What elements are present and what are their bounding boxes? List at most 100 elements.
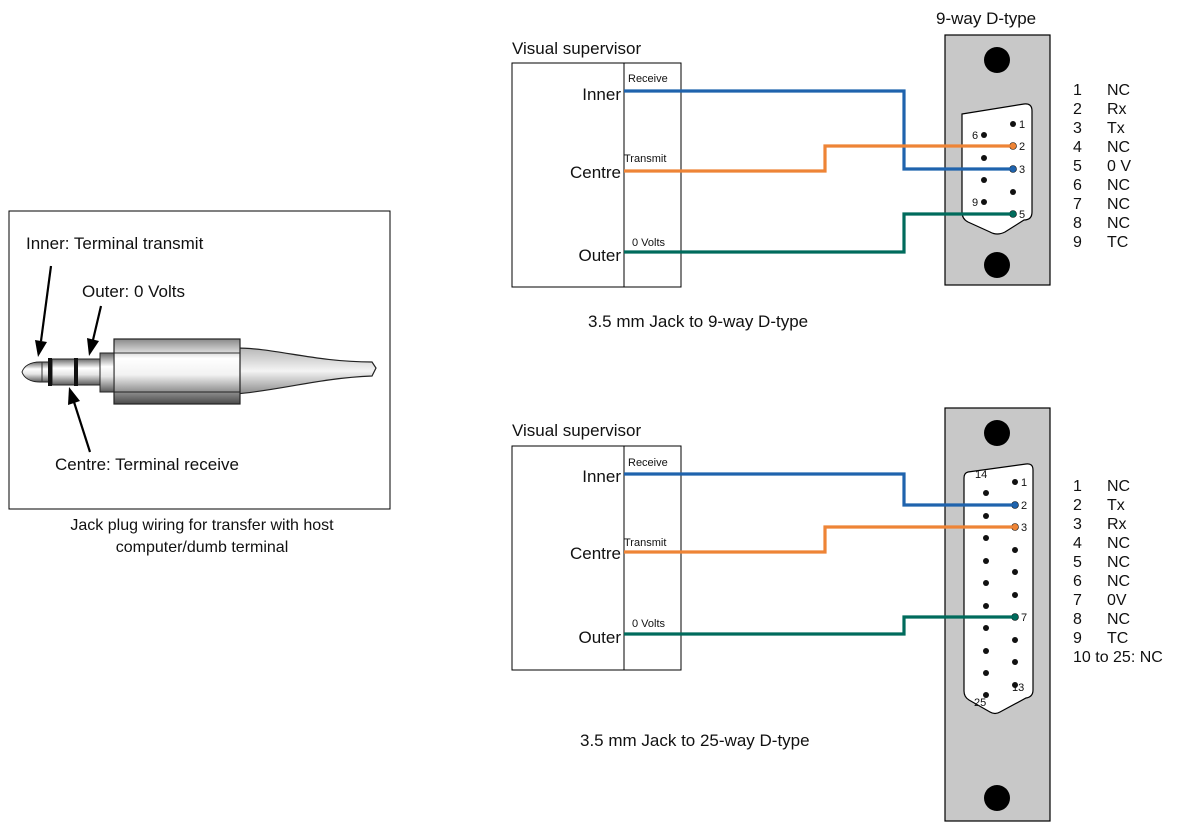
d25-inner-terminal: Inner [582, 467, 621, 486]
d9-pins [981, 121, 1017, 218]
svg-text:Tx: Tx [1107, 120, 1125, 137]
centre-terminal-label: Centre: Terminal receive [55, 455, 239, 474]
svg-text:5: 5 [1073, 158, 1082, 175]
d25-pin-label: 7 [1021, 612, 1027, 624]
d9-outer-terminal: Outer [578, 246, 621, 265]
d25-pins [983, 479, 1019, 698]
svg-text:9: 9 [1073, 234, 1082, 251]
plug-body [113, 338, 241, 405]
d25-pin-label: 25 [974, 697, 986, 709]
svg-text:NC: NC [1107, 554, 1130, 571]
d9-pin-label: 6 [972, 130, 978, 142]
d25-pinout-extra: 10 to 25: NC [1073, 649, 1163, 666]
svg-text:TC: TC [1107, 234, 1128, 251]
svg-text:NC: NC [1107, 196, 1130, 213]
pin [983, 513, 989, 519]
pin [1012, 569, 1018, 575]
svg-text:6: 6 [1073, 573, 1082, 590]
d9-transmit-signal: Transmit [624, 153, 666, 165]
pin [1009, 210, 1017, 218]
pin [981, 177, 987, 183]
arrow-outer [91, 305, 103, 341]
jack-caption-line1: Jack plug wiring for transfer with host [70, 517, 334, 534]
svg-text:6: 6 [1073, 177, 1082, 194]
d25-transmit-wire [624, 525, 1012, 554]
pin [981, 155, 987, 161]
plug-insulator-ring [74, 358, 78, 386]
d9-supervisor-box [511, 62, 682, 288]
pin [983, 535, 989, 541]
d25-pinout-list: 1 NC 2 Tx 3 Rx 4 NC 5 NC 6 NC 7 0V 8 NC … [1073, 478, 1163, 666]
svg-text:NC: NC [1107, 611, 1130, 628]
pin [983, 692, 989, 698]
svg-text:1: 1 [1073, 478, 1082, 495]
svg-text:2: 2 [1073, 101, 1082, 118]
d25-zero-volts-signal: 0 Volts [632, 618, 666, 630]
svg-text:0V: 0V [1107, 592, 1127, 609]
d9-screw-bottom [984, 252, 1010, 278]
svg-text:4: 4 [1073, 535, 1082, 552]
d9-screw-top [984, 47, 1010, 73]
d25-pin-label: 13 [1012, 682, 1024, 694]
pin [1009, 142, 1017, 150]
d25-pin-label: 14 [975, 469, 987, 481]
d9-centre-terminal: Centre [570, 163, 621, 182]
pin [1011, 501, 1019, 509]
d25-pin-label: 1 [1021, 477, 1027, 489]
svg-text:4: 4 [1073, 139, 1082, 156]
d9-inner-terminal: Inner [582, 85, 621, 104]
pin [981, 132, 987, 138]
d9-supervisor-title: Visual supervisor [512, 39, 641, 58]
svg-text:3: 3 [1073, 120, 1082, 137]
svg-text:Rx: Rx [1107, 516, 1127, 533]
d25-outer-terminal: Outer [578, 628, 621, 647]
svg-text:Tx: Tx [1107, 497, 1125, 514]
svg-text:NC: NC [1107, 139, 1130, 156]
jack-plug-panel: Inner: Terminal transmit Outer: 0 Volts … [8, 210, 391, 556]
svg-text:8: 8 [1073, 611, 1082, 628]
pin [1011, 613, 1019, 621]
pin [983, 648, 989, 654]
pin [983, 603, 989, 609]
outer-terminal-label: Outer: 0 Volts [82, 282, 185, 301]
pin [1012, 592, 1018, 598]
svg-text:2: 2 [1073, 497, 1082, 514]
svg-text:3: 3 [1073, 516, 1082, 533]
svg-text:9: 9 [1073, 630, 1082, 647]
d9-pin-label: 2 [1019, 141, 1025, 153]
pin [983, 580, 989, 586]
d25-centre-terminal: Centre [570, 544, 621, 563]
plug-insulator-ring [48, 358, 52, 386]
pin [1011, 523, 1019, 531]
svg-text:NC: NC [1107, 573, 1130, 590]
svg-text:1: 1 [1073, 82, 1082, 99]
pin [1012, 547, 1018, 553]
pin [1012, 637, 1018, 643]
d9-pinout-list: 1 NC 2 Rx 3 Tx 4 NC 5 0 V 6 NC 7 NC 8 NC… [1073, 82, 1131, 251]
d9-caption: 3.5 mm Jack to 9-way D-type [588, 312, 808, 331]
d9-pin-label: 1 [1019, 119, 1025, 131]
arrow-inner [39, 265, 53, 342]
d9-pin-label: 9 [972, 197, 978, 209]
d25-screw-bottom [984, 785, 1010, 811]
d25-ground-wire [624, 615, 1012, 636]
pin [1012, 659, 1018, 665]
d25-supervisor-title: Visual supervisor [512, 421, 641, 440]
d9-zero-volts-signal: 0 Volts [632, 237, 666, 249]
pin [1010, 121, 1016, 127]
d25-pin-label: 2 [1021, 500, 1027, 512]
jack-plug-illustration [21, 338, 377, 405]
d25-transmit-signal: Transmit [624, 537, 666, 549]
pin [983, 490, 989, 496]
pin [981, 199, 987, 205]
d25-receive-wire [624, 472, 1012, 507]
pin [983, 558, 989, 564]
d9-receive-wire [624, 89, 1010, 171]
svg-text:Rx: Rx [1107, 101, 1127, 118]
svg-text:5: 5 [1073, 554, 1082, 571]
pin [1012, 479, 1018, 485]
svg-text:7: 7 [1073, 592, 1082, 609]
d25-pin-label: 3 [1021, 522, 1027, 534]
label-arrows [35, 265, 103, 453]
